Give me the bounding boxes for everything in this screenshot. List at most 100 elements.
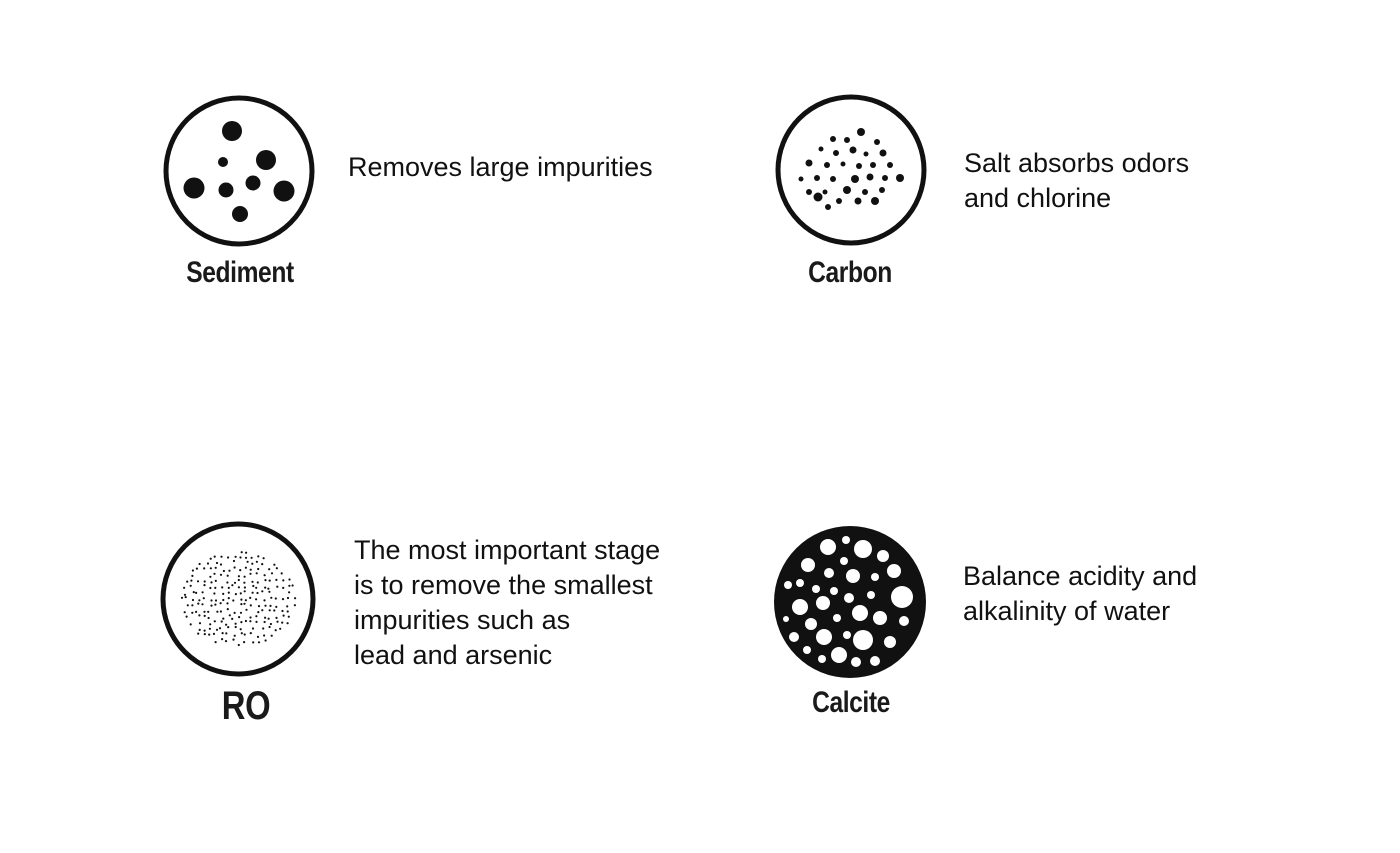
fine-particle — [281, 609, 284, 613]
fine-particle — [243, 602, 246, 605]
fine-particle — [262, 627, 265, 630]
fine-particle — [282, 579, 285, 582]
fine-particle — [267, 617, 270, 620]
fine-particle — [255, 572, 258, 575]
fine-particle — [203, 567, 206, 570]
fine-particle — [244, 566, 247, 569]
description-line: is to remove the smallest — [354, 570, 653, 600]
fine-particle — [215, 561, 219, 565]
fine-particle — [222, 617, 225, 620]
fine-particle — [246, 560, 249, 563]
fine-particle — [270, 572, 274, 575]
fine-particle — [243, 586, 246, 589]
fine-particle — [268, 579, 271, 582]
fine-particle — [252, 584, 255, 588]
fine-particle — [183, 586, 186, 589]
fine-particle — [198, 599, 201, 602]
fine-particle — [291, 584, 294, 587]
fine-particle — [209, 557, 212, 560]
fine-particle — [239, 569, 242, 572]
fine-particle — [245, 551, 248, 554]
fine-particle — [275, 567, 278, 570]
fine-particle — [245, 608, 248, 611]
fine-particle — [214, 603, 217, 606]
fine-particle — [195, 610, 198, 613]
fine-particle — [185, 615, 188, 618]
stage-name-sediment: Sediment — [186, 256, 294, 289]
fine-particle — [255, 615, 258, 618]
fine-particle — [288, 578, 291, 581]
fine-particle — [243, 590, 246, 593]
fine-particle — [244, 599, 247, 602]
fine-particle — [249, 596, 252, 599]
fine-particle — [189, 584, 192, 587]
fine-particle — [239, 556, 242, 559]
fine-particle — [210, 599, 213, 602]
fine-particle — [191, 604, 194, 607]
fine-particle — [186, 580, 189, 583]
fine-particle — [210, 604, 213, 607]
fine-particle — [197, 632, 200, 635]
fine-particle — [244, 556, 248, 559]
fine-particle — [214, 586, 217, 589]
fine-particle — [264, 604, 267, 607]
fine-particle — [282, 586, 285, 589]
fine-particle — [214, 579, 217, 582]
fine-particle — [219, 602, 222, 605]
fine-particle — [184, 596, 187, 599]
fine-particle — [227, 626, 230, 629]
fine-particle — [244, 619, 247, 623]
fine-particle — [234, 625, 237, 629]
fine-particle — [256, 591, 259, 595]
fine-particle — [237, 586, 240, 589]
fine-particle — [207, 610, 210, 613]
fine-particle — [251, 562, 254, 565]
fine-particle — [221, 586, 224, 589]
fine-particle — [234, 555, 237, 558]
fine-particle — [240, 598, 243, 601]
fine-particle — [239, 611, 243, 614]
description-line: Removes large impurities — [348, 152, 653, 182]
fine-particle — [218, 627, 222, 630]
fine-particle — [255, 620, 258, 623]
fine-particle — [286, 610, 289, 613]
fine-particle — [206, 562, 210, 565]
fine-particle — [281, 598, 285, 601]
fine-particle — [219, 563, 223, 566]
fine-particle — [207, 616, 210, 620]
fine-particle — [208, 633, 211, 636]
fine-particle — [186, 604, 189, 607]
fine-particle — [180, 596, 184, 599]
fine-particle — [203, 610, 206, 613]
fine-particle — [263, 634, 266, 637]
fine-particle — [251, 591, 254, 594]
fine-particle — [294, 597, 297, 600]
fine-particle — [243, 581, 246, 584]
fine-particle — [226, 581, 229, 584]
fine-particle — [208, 627, 211, 630]
fine-particle — [270, 596, 273, 599]
medium-particles-icon — [775, 94, 927, 246]
fine-particle — [274, 629, 277, 632]
fine-particle — [209, 567, 212, 570]
fine-particle — [288, 591, 291, 594]
fine-particle — [252, 641, 255, 644]
fine-particle — [238, 616, 241, 619]
fine-particle — [203, 584, 206, 587]
stage-name-calcite: Calcite — [812, 686, 890, 719]
fine-particle — [257, 605, 261, 608]
fine-particle — [197, 602, 200, 605]
fine-particle — [273, 563, 276, 566]
fine-particle — [224, 640, 228, 643]
fine-particle — [233, 581, 237, 584]
fine-particle — [214, 641, 217, 644]
fine-particle — [231, 617, 234, 620]
fine-particle — [195, 567, 198, 570]
fine-particles-icon — [160, 521, 316, 677]
fine-particle — [216, 610, 219, 613]
fine-particle — [226, 608, 229, 611]
fine-particle — [202, 597, 205, 600]
fine-particle — [239, 592, 242, 595]
fine-particle — [213, 555, 216, 558]
fine-particle — [201, 591, 204, 594]
